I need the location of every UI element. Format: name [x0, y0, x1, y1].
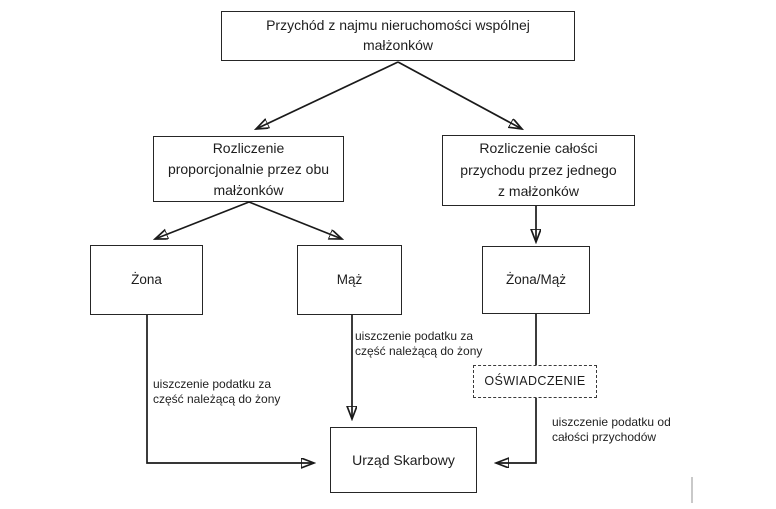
- edge-label-whole-payment: uiszczenie podatku od całości przychodów: [552, 415, 671, 445]
- node-wife: Żona: [90, 245, 203, 315]
- arrow-wife-to-tax-office: [146, 315, 314, 463]
- arrow-root-to-whole: [397, 61, 522, 129]
- node-whole-income-settlement: Rozliczenie całości przychodu przez jedn…: [442, 135, 635, 206]
- scrollbar-artifact-line: [691, 477, 693, 503]
- arrow-wife-husband-to-tax-office: [496, 313, 537, 463]
- node-statement-dashed: OŚWIADCZENIE: [473, 365, 597, 398]
- node-wife-or-husband: Żona/Mąż: [482, 246, 590, 314]
- node-root: Przychód z najmu nieruchomości wspólnej …: [221, 11, 575, 61]
- arrow-proportional-to-husband: [248, 201, 342, 239]
- edge-label-husband-payment: uiszczenie podatku za część należącą do …: [355, 329, 483, 359]
- edge-label-wife-payment: uiszczenie podatku za część należącą do …: [153, 377, 281, 407]
- node-proportional-settlement: Rozliczenie proporcjonalnie przez obu ma…: [153, 136, 344, 202]
- arrow-root-to-proportional: [256, 61, 399, 129]
- arrow-proportional-to-wife: [155, 201, 250, 239]
- node-husband: Mąż: [297, 245, 402, 315]
- node-tax-office: Urząd Skarbowy: [330, 427, 477, 493]
